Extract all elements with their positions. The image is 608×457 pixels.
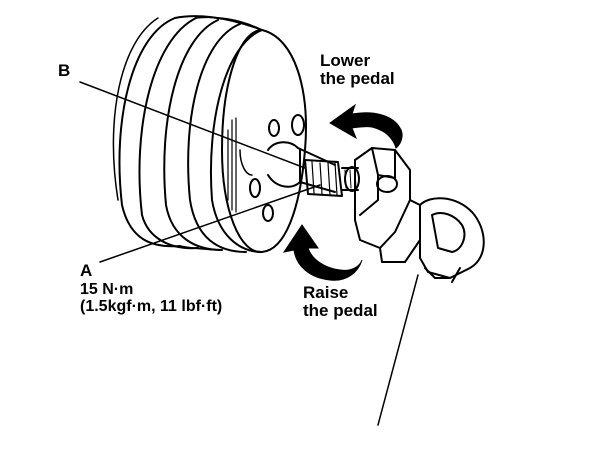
stud-hole — [262, 204, 274, 222]
brake-pedal-arm — [377, 197, 485, 426]
leader-line-a — [99, 184, 321, 263]
torque-spec: 15 N·m — [80, 281, 134, 298]
stud-hole — [249, 178, 261, 198]
callout-label-b: B — [58, 61, 71, 80]
raise-pedal-label-line1: Raise — [303, 283, 349, 302]
raise-pedal-label: Raise the pedal — [303, 284, 378, 320]
booster-front-face — [221, 29, 307, 254]
stud-hole — [291, 114, 305, 136]
raise-pedal-label-line2: the pedal — [303, 301, 378, 320]
brake-booster — [112, 15, 307, 254]
leader-line-b — [79, 81, 306, 169]
lock-nut-a — [304, 159, 343, 197]
lower-pedal-label-line2: the pedal — [320, 69, 395, 88]
lower-pedal-arrow — [329, 103, 403, 149]
lower-pedal-label: Lower the pedal — [320, 52, 395, 88]
torque-spec-conversion: (1.5kgf·m, 11 lbf·ft) — [80, 298, 223, 315]
raise-pedal-arrow — [282, 224, 363, 281]
pedal-leader-line — [377, 274, 419, 426]
lower-pedal-label-line1: Lower — [320, 51, 371, 70]
clevis-pin-hole — [376, 175, 398, 193]
clevis — [354, 147, 421, 263]
callout-label-a: A — [80, 261, 93, 280]
stud-hole — [268, 119, 280, 137]
